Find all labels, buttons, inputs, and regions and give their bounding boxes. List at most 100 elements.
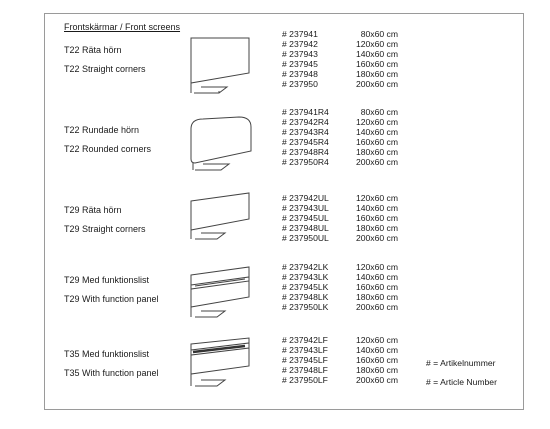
article-number: # 237942UL (282, 193, 329, 203)
product-section-t22-straight: T22 Räta hörn T22 Straight corners # 237… (0, 29, 550, 125)
article-number: # 237945LK (282, 282, 329, 293)
section-label-swedish: T29 Räta hörn (64, 205, 122, 215)
section-label-swedish: T22 Rundade hörn (64, 125, 140, 135)
article-number: # 237942LK (282, 262, 329, 272)
article-size: 140x60 cm (355, 127, 398, 138)
article-size: 120x60 cm (355, 193, 398, 203)
article-row: # 237945UL 160x60 cm (282, 213, 402, 223)
article-size: 180x60 cm (355, 147, 398, 158)
article-size: 200x60 cm (355, 233, 398, 244)
article-number: # 237950 (282, 79, 318, 90)
screen-straight-corners-drawing (185, 185, 255, 247)
article-size: 160x60 cm (355, 213, 398, 224)
section-label-english: T22 Straight corners (64, 64, 146, 74)
article-size: 160x60 cm (355, 137, 398, 148)
section-label-english: T35 With function panel (64, 368, 159, 378)
article-number: # 237945 (282, 59, 318, 70)
article-size: 80x60 cm (360, 29, 398, 39)
section-label-swedish: T22 Räta hörn (64, 45, 122, 55)
article-number: # 237943 (282, 49, 318, 60)
article-row: # 237948LK 180x60 cm (282, 292, 402, 302)
article-number: # 237948 (282, 69, 318, 80)
article-size: 120x60 cm (355, 335, 398, 345)
article-row: # 237943R4 140x60 cm (282, 127, 402, 137)
page-title: Frontskärmar / Front screens (64, 22, 181, 32)
article-number: # 237945UL (282, 213, 329, 224)
article-row: # 237943LK 140x60 cm (282, 272, 402, 282)
article-row: # 237942LF 120x60 cm (282, 335, 402, 345)
legend-english: # = Article Number (426, 377, 497, 387)
article-number: # 237948LK (282, 292, 329, 303)
screen-rounded-corners-drawing (185, 111, 257, 173)
section-label-swedish: T35 Med funktionslist (64, 349, 150, 359)
legend-swedish: # = Artikelnummer (426, 358, 496, 368)
article-number: # 237942LF (282, 335, 328, 345)
article-row: # 237950 200x60 cm (282, 79, 402, 89)
article-number: # 237950LF (282, 375, 328, 386)
article-row: # 237945R4 160x60 cm (282, 137, 402, 147)
section-label-english: T29 With function panel (64, 294, 159, 304)
article-row: # 237942UL 120x60 cm (282, 193, 402, 203)
article-row: # 237950UL 200x60 cm (282, 233, 402, 243)
article-size: 200x60 cm (355, 302, 398, 313)
article-number: # 237945R4 (282, 137, 329, 148)
article-size: 140x60 cm (355, 203, 398, 214)
product-section-t29-straight: T29 Räta hörn T29 Straight corners # 237… (0, 192, 550, 285)
article-size: 180x60 cm (355, 223, 398, 234)
screen-straight-corners-drawing (185, 35, 255, 97)
article-size: 180x60 cm (355, 69, 398, 80)
article-list: # 237941R4 80x60 cm # 237942R4 120x60 cm #… (282, 107, 402, 168)
article-size: 140x60 cm (355, 49, 398, 60)
article-row: # 237945LF 160x60 cm (282, 355, 402, 365)
article-size: 160x60 cm (355, 355, 398, 366)
article-row: # 237943UL 140x60 cm (282, 203, 402, 213)
article-row: # 237948 180x60 cm (282, 69, 402, 79)
article-row: # 237941 80x60 cm (282, 29, 402, 39)
article-row: # 237945 160x60 cm (282, 59, 402, 69)
article-number: # 237941 (282, 29, 318, 39)
article-size: 120x60 cm (355, 262, 398, 272)
article-size: 140x60 cm (355, 345, 398, 356)
article-size: 120x60 cm (355, 117, 398, 128)
article-size: 180x60 cm (355, 292, 398, 303)
article-row: # 237943LF 140x60 cm (282, 345, 402, 355)
article-number: # 237942R4 (282, 117, 329, 128)
article-size: 160x60 cm (355, 59, 398, 70)
section-label-english: T29 Straight corners (64, 224, 146, 234)
article-row: # 237942R4 120x60 cm (282, 117, 402, 127)
article-row: # 237950R4 200x60 cm (282, 157, 402, 167)
section-label-swedish: T29 Med funktionslist (64, 275, 150, 285)
page-frame (44, 13, 524, 410)
article-number: # 237950UL (282, 233, 329, 244)
article-row: # 237943 140x60 cm (282, 49, 402, 59)
article-row: # 237942LK 120x60 cm (282, 262, 402, 272)
section-label-english: T22 Rounded corners (64, 144, 152, 154)
article-size: 200x60 cm (355, 375, 398, 386)
product-section-t22-rounded: T22 Rundade hörn T22 Rounded corners # 2… (0, 107, 550, 205)
product-section-t29-function-panel: T29 Med funktionslist T29 With function … (0, 262, 550, 355)
article-number: # 237945LF (282, 355, 328, 366)
article-size: 180x60 cm (355, 365, 398, 376)
article-size: 140x60 cm (355, 272, 398, 283)
article-number: # 237943R4 (282, 127, 329, 138)
article-number: # 237943UL (282, 203, 329, 214)
article-number: # 237941R4 (282, 107, 329, 117)
article-row: # 237950LF 200x60 cm (282, 375, 402, 385)
article-row: # 237941R4 80x60 cm (282, 107, 402, 117)
article-number: # 237950R4 (282, 157, 329, 168)
article-size: 80x60 cm (360, 107, 398, 117)
article-number: # 237942 (282, 39, 318, 50)
article-number: # 237943LK (282, 272, 329, 283)
article-number: # 237943LF (282, 345, 328, 356)
article-number: # 237948R4 (282, 147, 329, 158)
article-row: # 237948R4 180x60 cm (282, 147, 402, 157)
article-size: 200x60 cm (355, 79, 398, 90)
article-size: 200x60 cm (355, 157, 398, 168)
